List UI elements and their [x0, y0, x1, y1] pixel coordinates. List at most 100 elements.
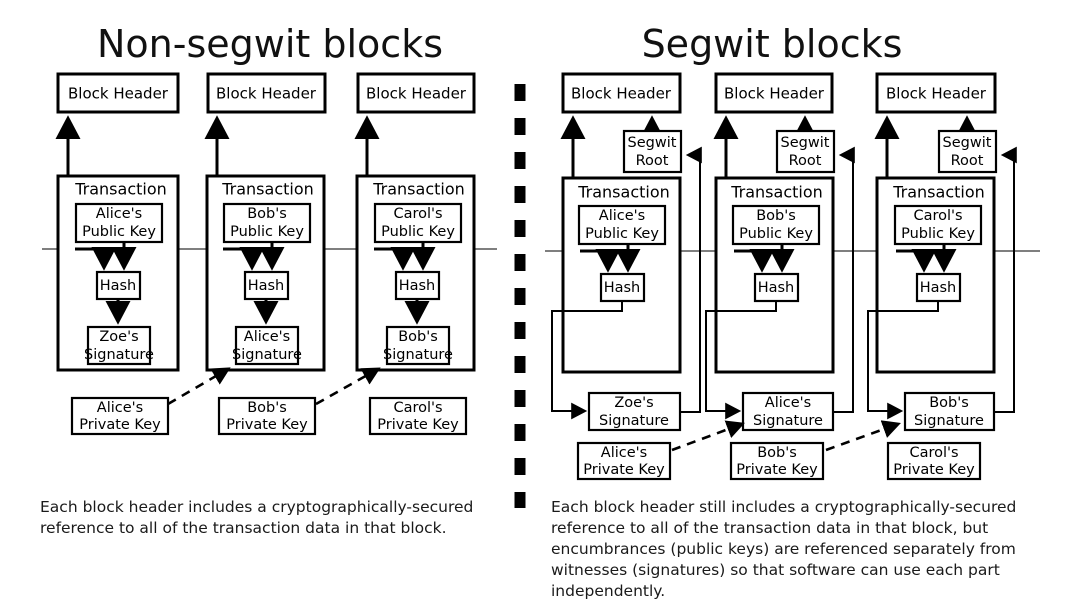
transaction-label: Transaction — [74, 180, 167, 199]
private-key-box — [70, 396, 170, 436]
transaction-label: Transaction — [730, 183, 823, 202]
dashed-privatekey-to-signature — [825, 420, 901, 452]
signature-label-line2: Signature — [84, 347, 154, 363]
private-key-label-line1: Bob's — [757, 445, 797, 461]
arrow-chain-to-hash — [734, 248, 775, 273]
private-key-label-line1: Carol's — [909, 445, 958, 461]
block-header-label: Block Header — [571, 85, 672, 103]
dashed-privatekey-to-signature — [167, 367, 231, 406]
private-key-label-line2: Private Key — [583, 462, 665, 478]
signature-box — [587, 391, 682, 432]
signature-label-line2: Signature — [383, 347, 453, 363]
hash-label: Hash — [920, 280, 957, 296]
block-header-box — [356, 72, 476, 114]
signature-box — [86, 325, 152, 366]
signature-label-line2: Signature — [232, 347, 302, 363]
public-key-box — [893, 204, 983, 246]
signature-label-line1: Bob's — [929, 395, 969, 411]
private-key-label-line1: Carol's — [393, 400, 442, 416]
segwit-root-label-line1: Segwit — [943, 135, 992, 151]
signature-label-line1: Zoe's — [614, 395, 653, 411]
block-header-label: Block Header — [366, 85, 467, 103]
signature-label-line1: Zoe's — [99, 329, 138, 345]
caption-segwit: Each block header still includes a crypt… — [551, 498, 1017, 600]
arrow-hash-to-signature — [551, 301, 623, 420]
block-header-box — [875, 72, 997, 114]
transaction-label: Transaction — [577, 183, 670, 202]
signature-label-line2: Signature — [914, 413, 984, 429]
arrow-hash-to-signature — [867, 301, 939, 420]
hash-box — [394, 270, 441, 301]
hash-label: Hash — [604, 280, 641, 296]
segwit-root-label-line2: Root — [951, 153, 984, 169]
arrow-chain-to-hash — [223, 246, 265, 271]
transaction-label: Transaction — [892, 183, 985, 202]
panel-title-non-segwit: Non-segwit blocks — [97, 22, 443, 66]
arrow-chain-to-hash — [374, 246, 416, 271]
segwit-root-label-line1: Segwit — [628, 135, 677, 151]
hash-label: Hash — [100, 278, 137, 294]
block-header-label: Block Header — [216, 85, 317, 103]
public-key-label-line2: Public Key — [230, 224, 304, 240]
signature-label-line1: Alice's — [765, 395, 811, 411]
private-key-box — [576, 441, 672, 481]
public-key-box — [731, 204, 821, 246]
public-key-label-line1: Alice's — [96, 206, 142, 222]
private-key-label-line2: Private Key — [736, 462, 818, 478]
arrow-hash-to-signature — [705, 301, 777, 420]
private-key-label-line2: Private Key — [893, 462, 975, 478]
private-key-box — [886, 441, 982, 481]
segwit-root-box — [622, 129, 683, 174]
block-header-label: Block Header — [724, 85, 825, 103]
arrow-signature-to-segwitroot — [680, 146, 702, 413]
private-key-label-line2: Private Key — [377, 417, 459, 433]
private-key-label-line1: Alice's — [97, 400, 143, 416]
public-key-label-line2: Public Key — [739, 226, 813, 242]
dashed-privatekey-to-signature — [671, 420, 745, 452]
signature-box — [903, 391, 996, 432]
public-key-box — [373, 202, 463, 244]
public-key-label-line1: Carol's — [913, 208, 962, 224]
private-key-label-line1: Bob's — [247, 400, 287, 416]
segwit-root-box — [937, 129, 998, 174]
segwit-root-box — [775, 129, 836, 174]
private-key-box — [368, 396, 468, 436]
public-key-label-line1: Alice's — [599, 208, 645, 224]
transaction-label: Transaction — [221, 180, 314, 199]
signature-label-line1: Bob's — [398, 329, 438, 345]
signature-box — [234, 325, 300, 366]
arrow-chain-to-hash — [896, 248, 937, 273]
block-header-box — [56, 72, 180, 114]
hash-label: Hash — [399, 278, 436, 294]
hash-box — [599, 272, 646, 303]
signature-label-line2: Signature — [753, 413, 823, 429]
signature-box — [385, 325, 451, 366]
hash-label: Hash — [758, 280, 795, 296]
private-key-label-line1: Alice's — [601, 445, 647, 461]
public-key-label-line1: Bob's — [756, 208, 796, 224]
panel-title-segwit: Segwit blocks — [642, 22, 903, 66]
public-key-box — [577, 204, 667, 246]
public-key-box — [222, 202, 312, 244]
caption-non-segwit: Each block header includes a cryptograph… — [40, 498, 474, 537]
arrow-chain-to-hash — [580, 248, 621, 273]
hash-label: Hash — [248, 278, 285, 294]
public-key-label-line2: Public Key — [82, 224, 156, 240]
arrow-signature-to-segwitroot — [994, 146, 1017, 413]
private-key-box — [217, 396, 317, 436]
segwit-root-label-line1: Segwit — [781, 135, 830, 151]
block-header-label: Block Header — [68, 85, 169, 103]
block-header-label: Block Header — [886, 85, 987, 103]
signature-label-line1: Alice's — [244, 329, 290, 345]
dashed-privatekey-to-signature — [315, 367, 381, 406]
private-key-label-line2: Private Key — [79, 417, 161, 433]
public-key-label-line2: Public Key — [381, 224, 455, 240]
public-key-label-line2: Public Key — [901, 226, 975, 242]
transaction-label: Transaction — [372, 180, 465, 199]
private-key-label-line2: Private Key — [226, 417, 308, 433]
public-key-label-line1: Bob's — [247, 206, 287, 222]
private-key-box — [729, 441, 825, 481]
segwit-root-label-line2: Root — [789, 153, 822, 169]
